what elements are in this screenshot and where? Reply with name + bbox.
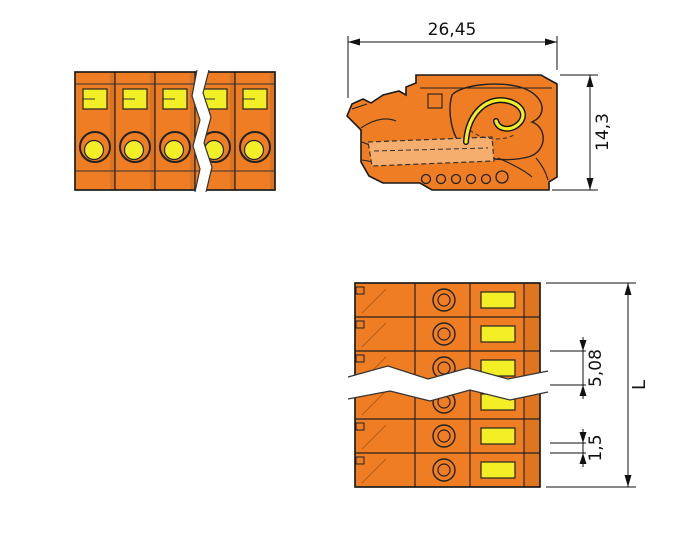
clamping-spring	[464, 98, 525, 144]
push-button-top	[480, 427, 516, 445]
arrowhead	[586, 75, 594, 87]
arrowhead	[586, 178, 594, 190]
pole-notch	[355, 320, 365, 329]
offset-dimension-label: 1,5	[586, 434, 606, 461]
arrowhead	[579, 340, 587, 351]
pitch-dimension-label: 5,08	[586, 349, 606, 387]
arrowhead	[624, 283, 632, 295]
length-dimension-label: L	[629, 380, 650, 390]
arrowhead	[624, 475, 632, 487]
top-view-buttons	[480, 291, 516, 479]
pole-notch	[355, 456, 365, 465]
push-button-top	[480, 461, 516, 479]
port-inner	[437, 463, 451, 477]
conductor-hidden	[367, 136, 495, 167]
dimension-width: 26,45	[347, 20, 558, 98]
pole-notch	[355, 354, 365, 363]
arrowhead	[579, 432, 587, 443]
port-inner	[437, 327, 451, 341]
push-button-top	[480, 325, 516, 343]
side-view	[346, 74, 558, 191]
port-inner	[437, 293, 451, 307]
dimension-height: 14,3	[552, 74, 613, 191]
top-view	[347, 282, 549, 488]
dimensions: 26,45 14,3 5,08 1,5	[347, 20, 650, 488]
dimension-length: L	[546, 282, 650, 488]
break-tear	[348, 366, 548, 401]
arrowhead	[579, 453, 587, 464]
spring-in-port	[163, 139, 185, 161]
width-dimension-label: 26,45	[428, 20, 477, 40]
arrowhead	[545, 38, 557, 46]
break-tear	[192, 70, 212, 192]
arrowhead	[579, 385, 587, 396]
dimension-pitch: 5,08	[550, 337, 606, 399]
port-inner	[437, 429, 451, 443]
arrowhead	[348, 38, 360, 46]
front-yellow-parts	[82, 88, 268, 161]
front-view	[74, 69, 276, 193]
spring-in-port	[83, 139, 105, 161]
side-test-ports	[420, 170, 509, 185]
dimension-offset: 1,5	[550, 429, 606, 467]
pole-notch	[355, 286, 365, 295]
spring-in-port	[243, 139, 265, 161]
height-dimension-label: 14,3	[593, 113, 613, 151]
pole-notch	[355, 422, 365, 431]
push-button-top	[480, 291, 516, 309]
front-view-outline	[74, 71, 276, 191]
port-inner	[437, 361, 451, 375]
spring-in-port	[123, 139, 145, 161]
